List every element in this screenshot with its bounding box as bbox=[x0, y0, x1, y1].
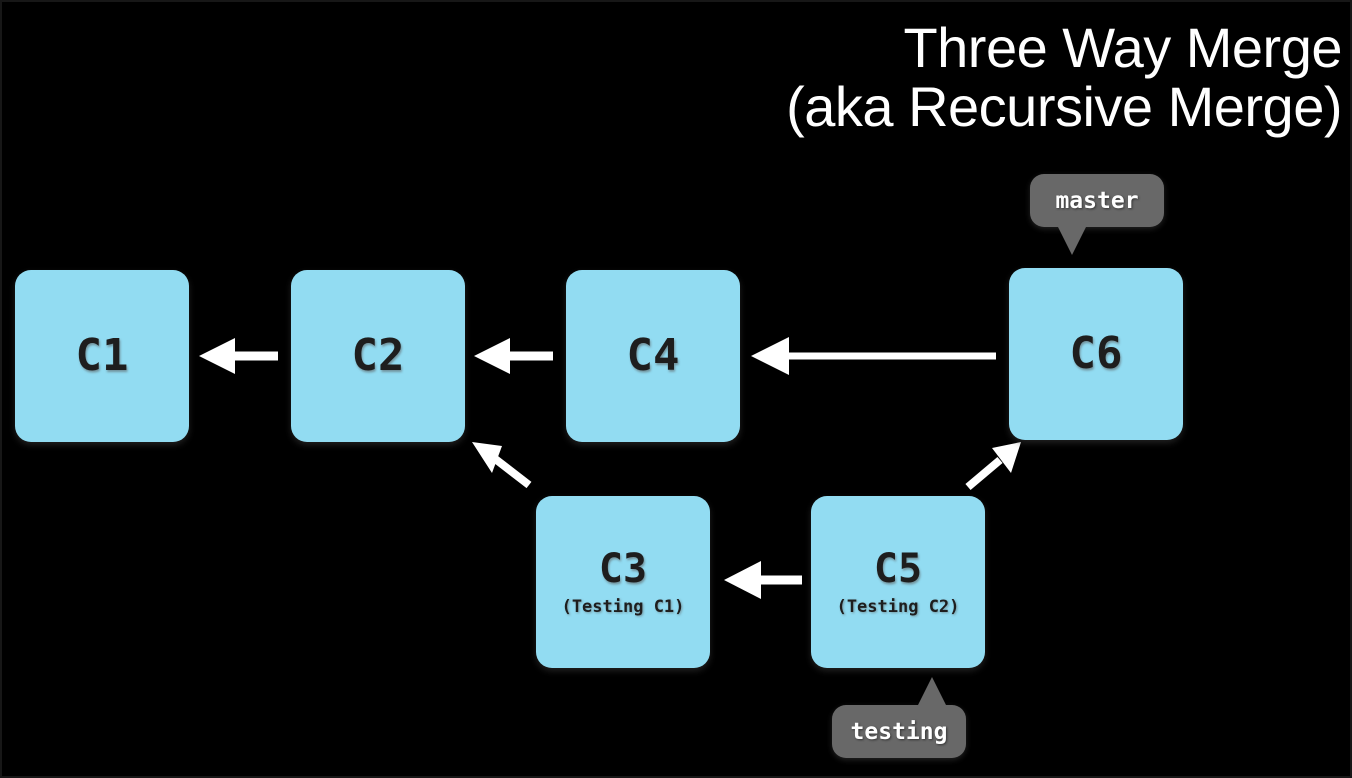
commit-subtitle-label: (Testing C1) bbox=[561, 596, 685, 617]
commit-node-c6[interactable]: C6 bbox=[1009, 268, 1183, 440]
edge-c6-to-c4 bbox=[751, 337, 996, 375]
branch-tag-label: master bbox=[1055, 187, 1139, 214]
commit-id-label: C1 bbox=[75, 330, 129, 381]
branch-tag-master-pointer bbox=[1057, 225, 1087, 255]
branch-tag-testing-pointer bbox=[917, 677, 947, 707]
commit-node-c2[interactable]: C2 bbox=[291, 270, 465, 442]
branch-tag-label: testing bbox=[850, 718, 948, 745]
edge-c3-to-c2 bbox=[472, 442, 532, 489]
commit-node-c1[interactable]: C1 bbox=[15, 270, 189, 442]
commit-subtitle-label: (Testing C2) bbox=[836, 596, 960, 617]
title-line-2: (aka Recursive Merge) bbox=[786, 75, 1342, 139]
page-title: Three Way Merge (aka Recursive Merge) bbox=[786, 18, 1342, 137]
branch-tag-testing[interactable]: testing bbox=[832, 705, 966, 758]
edge-c5-to-c6 bbox=[965, 442, 1021, 491]
title-line-1: Three Way Merge bbox=[903, 16, 1342, 79]
branch-tag-master[interactable]: master bbox=[1030, 174, 1164, 227]
commit-node-c4[interactable]: C4 bbox=[566, 270, 740, 442]
edge-c5-to-c3 bbox=[724, 561, 802, 599]
commit-node-c5[interactable]: C5 (Testing C2) bbox=[811, 496, 985, 668]
commit-id-label: C5 bbox=[873, 545, 923, 592]
commit-node-c3[interactable]: C3 (Testing C1) bbox=[536, 496, 710, 668]
commit-id-label: C2 bbox=[351, 330, 405, 381]
commit-id-label: C4 bbox=[626, 330, 680, 381]
commit-id-label: C3 bbox=[598, 545, 648, 592]
commit-id-label: C6 bbox=[1069, 328, 1123, 379]
edge-c4-to-c2 bbox=[474, 338, 553, 374]
edge-c2-to-c1 bbox=[199, 338, 278, 374]
